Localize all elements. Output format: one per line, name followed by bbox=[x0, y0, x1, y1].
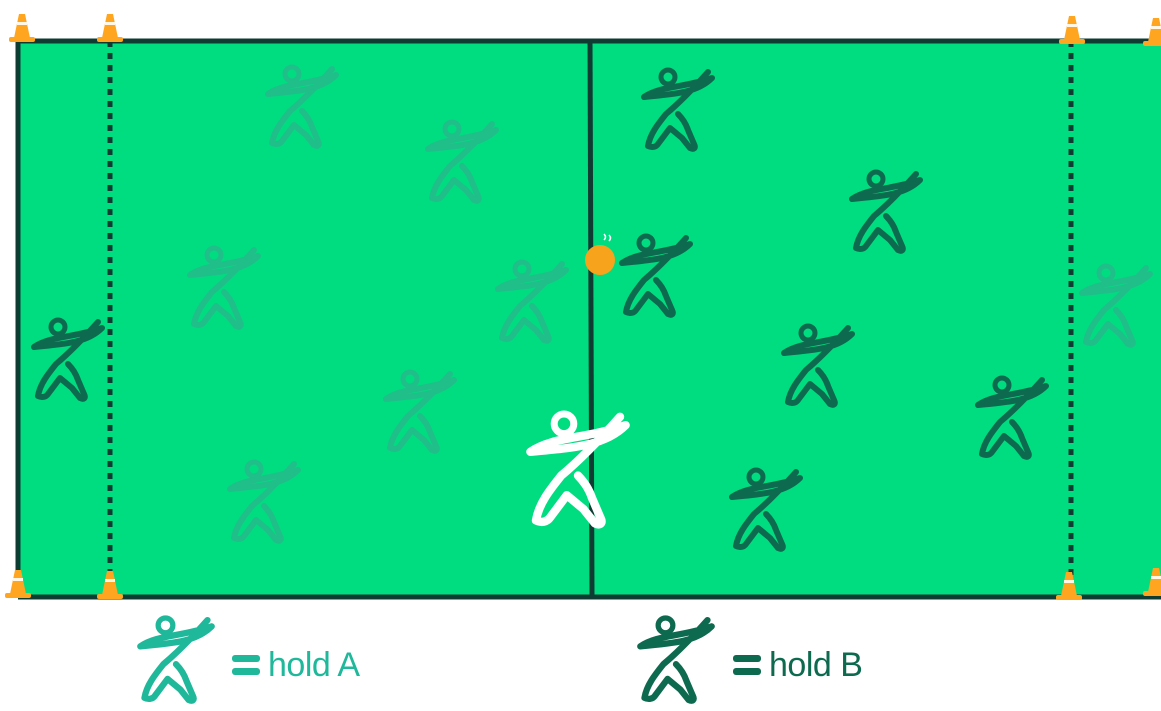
legend-team-a-label: hold A bbox=[268, 646, 360, 685]
cone-icon bbox=[97, 14, 123, 42]
legend-equals-a bbox=[232, 655, 260, 662]
legend-equals-b bbox=[733, 655, 761, 662]
cone-icon bbox=[1059, 16, 1085, 44]
legend-team-b-label: hold B bbox=[769, 646, 862, 685]
legend-team-a-icon bbox=[140, 618, 211, 701]
legend-team-b-icon bbox=[640, 618, 711, 701]
cone-icon bbox=[9, 14, 35, 42]
cone-icon bbox=[1143, 18, 1161, 46]
legend-equals-b bbox=[733, 668, 761, 675]
legend-equals-a bbox=[232, 668, 260, 675]
